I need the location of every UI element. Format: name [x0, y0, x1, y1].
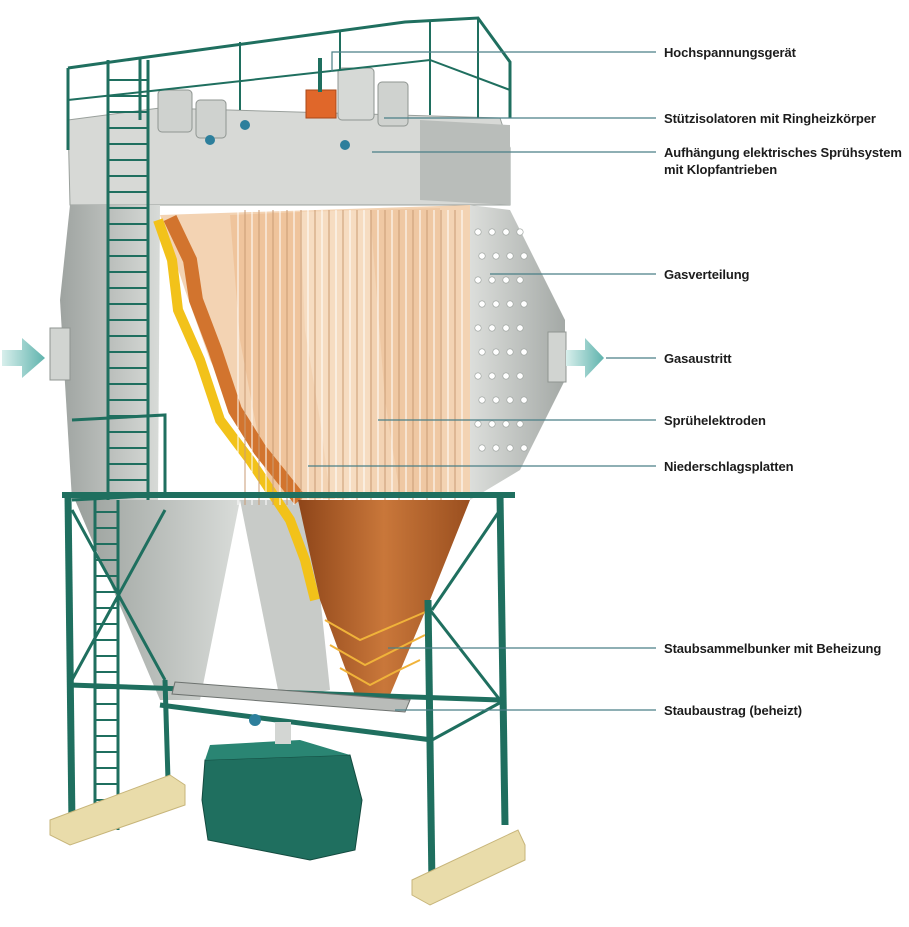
gas-distribution-hole: [506, 348, 514, 356]
label-gasaustritt: Gasaustritt: [664, 351, 732, 366]
label-gasverteilung: Gasverteilung: [664, 267, 750, 282]
gas-distribution-hole: [488, 372, 496, 380]
gas-distribution-holes: [474, 228, 528, 452]
leader-lines: [308, 51, 656, 711]
gas-outlet-arrow: [566, 338, 604, 378]
label-staubsammelbunker: Staubsammelbunker mit Beheizung: [664, 641, 882, 656]
label-aufhaengung: Aufhängung elektrisches Sprühsystem mit …: [664, 144, 902, 178]
gas-inlet-arrow: [2, 338, 45, 378]
gas-distribution-hole: [492, 252, 500, 260]
gas-distribution-hole: [502, 276, 510, 284]
gas-distribution-hole: [506, 396, 514, 404]
gas-distribution-hole: [520, 300, 528, 308]
roof-equipment: [157, 58, 409, 150]
label-aufhaengung-line2: mit Klopfantrieben: [664, 162, 778, 177]
gas-distribution-hole: [492, 444, 500, 452]
gas-distribution-hole: [474, 372, 482, 380]
gas-distribution-hole: [502, 228, 510, 236]
discharge-electrodes: [237, 210, 463, 505]
gas-distribution-hole: [474, 228, 482, 236]
gas-distribution-hole: [520, 444, 528, 452]
gas-distribution-hole: [478, 252, 486, 260]
gas-distribution-hole: [506, 444, 514, 452]
gas-distribution-hole: [520, 348, 528, 356]
gas-distribution-hole: [516, 228, 524, 236]
gas-distribution-hole: [506, 300, 514, 308]
gas-distribution-hole: [502, 372, 510, 380]
gas-distribution-hole: [478, 300, 486, 308]
dust-container: [201, 714, 363, 861]
gas-distribution-hole: [488, 228, 496, 236]
label-stuetzisolatoren: Stützisolatoren mit Ringheizkörper: [664, 111, 876, 126]
gas-distribution-hole: [474, 324, 482, 332]
label-aufhaengung-line1: Aufhängung elektrisches Sprühsystem: [664, 145, 902, 160]
gas-distribution-hole: [488, 420, 496, 428]
gas-distribution-hole: [474, 420, 482, 428]
gas-distribution-hole: [492, 300, 500, 308]
gas-distribution-hole: [488, 324, 496, 332]
label-spruehelektroden: Sprühelektroden: [664, 413, 766, 428]
gas-distribution-hole: [516, 324, 524, 332]
label-hochspannungsgeraet: Hochspannungsgerät: [664, 45, 796, 60]
gas-distribution-hole: [520, 396, 528, 404]
gas-distribution-hole: [478, 444, 486, 452]
gas-distribution-hole: [502, 420, 510, 428]
label-niederschlagsplatten: Niederschlagsplatten: [664, 459, 794, 474]
gas-distribution-hole: [478, 396, 486, 404]
label-staubaustrag: Staubaustrag (beheizt): [664, 703, 802, 718]
ladder-rungs: [95, 79, 148, 817]
gas-distribution-hole: [502, 324, 510, 332]
gas-distribution-hole: [488, 276, 496, 284]
dust-hopper: [298, 500, 470, 695]
foundations: [49, 774, 526, 906]
gas-distribution-hole: [492, 348, 500, 356]
insulation-layers: [153, 214, 320, 602]
leader-hochspannung: [331, 51, 656, 72]
gas-distribution-hole: [516, 372, 524, 380]
gas-distribution-hole: [492, 396, 500, 404]
screw-conveyor: [171, 681, 411, 713]
grey-hoppers: [75, 500, 330, 700]
gas-distribution-hole: [516, 420, 524, 428]
gas-distribution-hole: [520, 252, 528, 260]
gas-distribution-hole: [478, 348, 486, 356]
gas-distribution-hole: [474, 276, 482, 284]
gas-distribution-hole: [506, 252, 514, 260]
gas-distribution-hole: [516, 276, 524, 284]
